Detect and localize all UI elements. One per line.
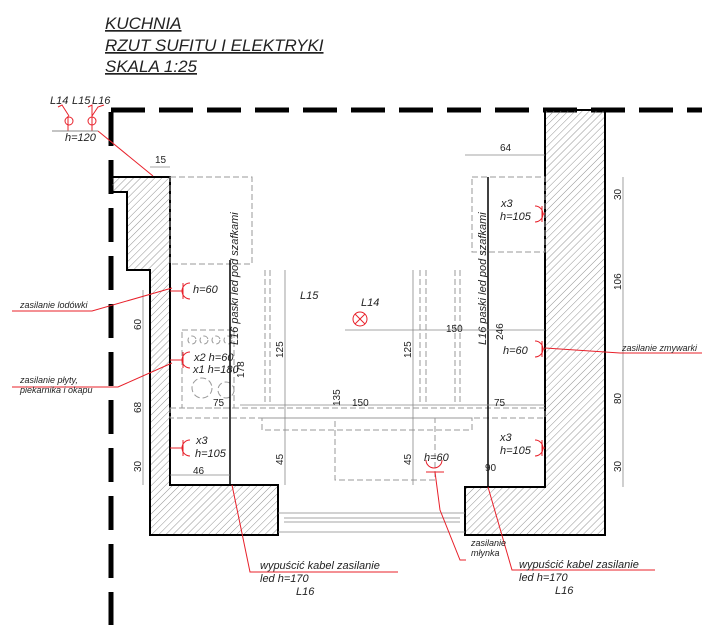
dim-125-left: 125 — [275, 341, 286, 358]
cabinet-outlines — [169, 176, 546, 481]
annotation-cable-left-1: wypuścić kabel zasilanie — [260, 560, 380, 572]
annotation-hob-2: piekarnika i okapu — [19, 385, 93, 395]
annotation-leaders — [12, 287, 702, 573]
dim-45-right: 45 — [403, 453, 414, 465]
switch-height: h=120 — [65, 132, 97, 144]
socket-grinder-height: h=60 — [424, 452, 450, 464]
socket-dishwasher-height: h=60 — [503, 345, 529, 357]
annotation-cable-left-3: L16 — [296, 586, 315, 598]
dim-178: 178 — [236, 361, 247, 378]
title-line-3: SKALA 1:25 — [105, 57, 198, 76]
dim-150-mid: 150 — [352, 398, 369, 409]
switch-label-l16: L16 — [92, 95, 111, 107]
dim-90: 90 — [485, 463, 497, 474]
annotation-cable-left-2: led h=170 — [260, 573, 310, 585]
socket-hob-x2: x2 h=60 — [193, 352, 234, 364]
dim-46: 46 — [193, 466, 205, 477]
led-strip-left-label: L16 paski led pod szafkami — [229, 212, 241, 345]
annotation-grinder-2: młynka — [471, 548, 500, 558]
annotation-cable-right-2: led h=170 — [519, 572, 569, 584]
socket-right-top-count: x3 — [500, 198, 514, 210]
annotation-cable-right-1: wypuścić kabel zasilanie — [519, 559, 639, 571]
dim-125-right: 125 — [403, 341, 414, 358]
dimension-lines — [142, 154, 624, 487]
switch-label-l15: L15 — [72, 95, 91, 107]
light-l14-label: L14 — [361, 297, 379, 309]
dim-64: 64 — [500, 143, 512, 154]
socket-right-top-height: h=105 — [500, 211, 532, 223]
annotation-dishwasher: zasilanie zmywarki — [621, 343, 698, 353]
dim-30-top: 30 — [613, 188, 624, 200]
ceiling-light-icon — [352, 311, 368, 327]
right-wall — [464, 109, 606, 536]
socket-right-bottom-count: x3 — [499, 432, 513, 444]
title-line-1: KUCHNIA — [105, 14, 182, 33]
dim-30-right: 30 — [613, 460, 624, 472]
dim-30-left: 30 — [133, 460, 144, 472]
dim-75-right: 75 — [494, 398, 506, 409]
socket-icons-left — [170, 282, 191, 457]
dim-75-left: 75 — [213, 398, 225, 409]
annotation-fridge: zasilanie lodówki — [19, 300, 89, 310]
dim-135: 135 — [332, 389, 343, 406]
light-switch-group-icon — [52, 104, 154, 177]
socket-left-count: x3 — [195, 435, 209, 447]
annotation-cable-right-3: L16 — [555, 585, 574, 597]
annotation-grinder-1: zasilanie — [470, 538, 506, 548]
socket-left-height: h=105 — [195, 448, 227, 460]
switch-label-l14: L14 — [50, 95, 68, 107]
led-strip-right-label: L16 paski led pod szafkami — [477, 212, 489, 345]
dim-150-right: 150 — [446, 324, 463, 335]
title-line-2: RZUT SUFITU I ELEKTRYKI — [105, 36, 324, 55]
socket-right-bottom-height: h=105 — [500, 445, 532, 457]
socket-hob-x1: x1 h=180 — [192, 364, 239, 376]
dim-60: 60 — [133, 318, 144, 330]
dim-246: 246 — [495, 323, 506, 340]
dim-80: 80 — [613, 392, 624, 404]
dim-106: 106 — [613, 273, 624, 290]
socket-icons-right — [425, 205, 545, 473]
socket-fridge-height: h=60 — [193, 284, 219, 296]
dim-68: 68 — [133, 401, 144, 413]
left-wall — [110, 176, 279, 536]
bottom-opening — [278, 512, 465, 533]
annotation-hob-1: zasilanie płyty, — [19, 375, 78, 385]
dim-15: 15 — [155, 155, 167, 166]
dim-45-left: 45 — [275, 453, 286, 465]
light-l15-label: L15 — [300, 290, 319, 302]
